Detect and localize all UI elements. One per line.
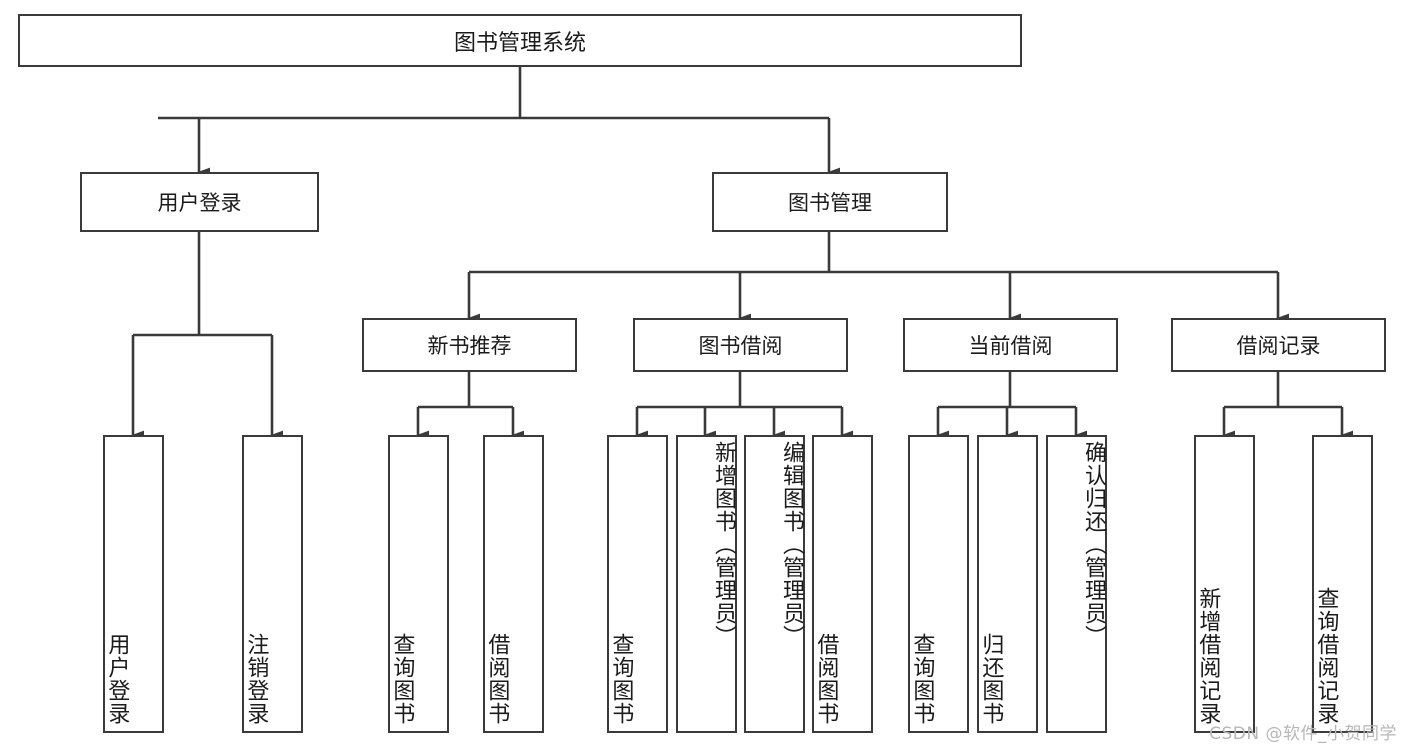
leaf-user-logout-label: 注销登录 bbox=[243, 633, 269, 725]
leaf-query-record-label: 查询借阅记录 bbox=[1313, 587, 1339, 725]
leaf-borrow-book-2[interactable]: 借阅图书 bbox=[812, 435, 873, 733]
leaf-confirm-return[interactable]: 确认归还（管理员） bbox=[1046, 435, 1107, 733]
node-book-borrow[interactable]: 图书借阅 bbox=[633, 318, 848, 372]
leaf-query-book-2[interactable]: 查询图书 bbox=[607, 435, 668, 733]
node-book-manage[interactable]: 图书管理 bbox=[712, 172, 948, 232]
leaf-confirm-return-label: 确认归还（管理员） bbox=[1081, 441, 1106, 648]
node-current-borrow[interactable]: 当前借阅 bbox=[903, 318, 1118, 372]
leaf-add-record[interactable]: 新增借阅记录 bbox=[1194, 435, 1255, 733]
node-book-borrow-label: 图书借阅 bbox=[698, 334, 783, 358]
leaf-query-book-2-label: 查询图书 bbox=[608, 633, 634, 725]
leaf-query-book-1-label: 查询图书 bbox=[389, 633, 415, 725]
node-new-book-recommend[interactable]: 新书推荐 bbox=[362, 318, 577, 372]
leaf-borrow-book-2-label: 借阅图书 bbox=[813, 633, 839, 725]
leaf-user-logout[interactable]: 注销登录 bbox=[242, 435, 303, 733]
leaf-add-book[interactable]: 新增图书（管理员） bbox=[676, 435, 737, 733]
csdn-watermark: CSDN @软件_小贺同学 bbox=[1209, 724, 1397, 744]
node-borrow-record-label: 借阅记录 bbox=[1236, 334, 1321, 358]
node-user-login[interactable]: 用户登录 bbox=[80, 172, 319, 232]
leaf-edit-book-label: 编辑图书（管理员） bbox=[779, 441, 804, 648]
node-borrow-record[interactable]: 借阅记录 bbox=[1171, 318, 1386, 372]
leaf-user-login-label: 用户登录 bbox=[104, 633, 130, 725]
leaf-add-record-label: 新增借阅记录 bbox=[1195, 587, 1221, 725]
node-book-manage-label: 图书管理 bbox=[788, 191, 872, 215]
leaf-query-book-3[interactable]: 查询图书 bbox=[908, 435, 969, 733]
leaf-edit-book[interactable]: 编辑图书（管理员） bbox=[744, 435, 805, 733]
leaf-borrow-book-1-label: 借阅图书 bbox=[484, 633, 510, 725]
leaf-query-record[interactable]: 查询借阅记录 bbox=[1312, 435, 1373, 733]
node-user-login-label: 用户登录 bbox=[157, 191, 242, 215]
leaf-query-book-1[interactable]: 查询图书 bbox=[388, 435, 449, 733]
node-root[interactable]: 图书管理系统 bbox=[18, 14, 1022, 67]
leaf-borrow-book-1[interactable]: 借阅图书 bbox=[483, 435, 544, 733]
leaf-return-book[interactable]: 归还图书 bbox=[977, 435, 1038, 733]
node-new-book-recommend-label: 新书推荐 bbox=[427, 334, 512, 358]
leaf-return-book-label: 归还图书 bbox=[978, 633, 1004, 725]
leaf-add-book-label: 新增图书（管理员） bbox=[711, 441, 736, 648]
leaf-user-login[interactable]: 用户登录 bbox=[103, 435, 164, 733]
node-root-label: 图书管理系统 bbox=[453, 30, 586, 56]
leaf-query-book-3-label: 查询图书 bbox=[909, 633, 935, 725]
node-current-borrow-label: 当前借阅 bbox=[968, 334, 1053, 358]
